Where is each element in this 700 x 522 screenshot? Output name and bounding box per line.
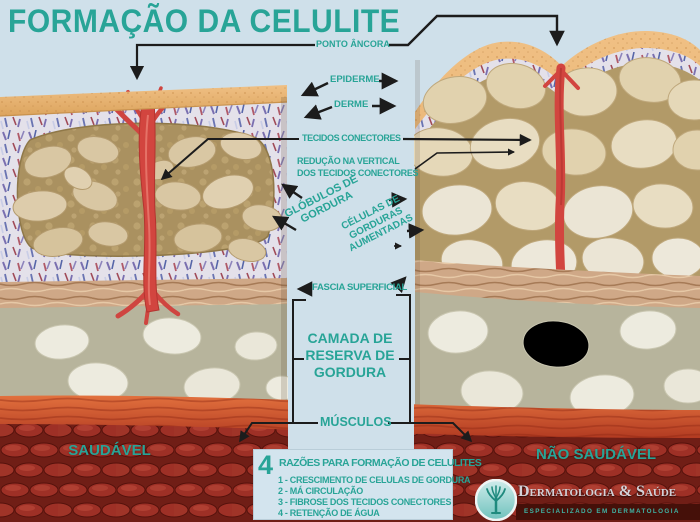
logo-name: Dermatologia & Saúde bbox=[518, 483, 677, 500]
label-camada-line3: GORDURA bbox=[313, 364, 387, 380]
tree-icon bbox=[475, 479, 517, 521]
fat-reserve-lobules-left bbox=[34, 317, 299, 405]
reasons-number: 4 bbox=[258, 450, 274, 480]
reason-item-4: 4 - RETENÇÃO DE ÁGUA bbox=[278, 508, 380, 518]
label-epiderme: EPIDERME bbox=[330, 74, 380, 85]
enlarged-fat-cells bbox=[406, 57, 700, 289]
brand-logo: Dermatologia & Saúde ESPECIALIZADO EM DE… bbox=[472, 478, 700, 522]
page-title: FORMAÇÃO DA CELULITE bbox=[8, 4, 401, 40]
logo-subtitle: ESPECIALIZADO EM DERMATOLOGIA bbox=[524, 508, 680, 515]
reason-item-1: 1 - CRESCIMENTO DE CELULAS DE GORDURA bbox=[278, 475, 471, 485]
healthy-skin-panel bbox=[0, 85, 299, 408]
label-saudavel: SAUDÁVEL bbox=[68, 442, 151, 459]
reasons-title: RAZÕES PARA FORMAÇÃO DE CELULITES bbox=[279, 457, 482, 469]
reasons-box: 4 RAZÕES PARA FORMAÇÃO DE CELULITES 1 - … bbox=[253, 449, 482, 520]
label-musculos: MÚSCULOS bbox=[320, 415, 392, 429]
logo-band bbox=[516, 504, 700, 520]
label-reducao-line2: DOS TECIDOS CONECTORES bbox=[297, 168, 419, 178]
label-camada-reserva: CAMADA DE RESERVA DE GORDURA bbox=[305, 330, 395, 381]
label-reducao-vertical: REDUÇÃO NA VERTICAL DOS TECIDOS CONECTOR… bbox=[297, 155, 419, 179]
label-tecidos-conectores: TECIDOS CONECTORES bbox=[302, 133, 401, 143]
annotation-arrows bbox=[129, 14, 565, 443]
reason-item-2: 2 - MÁ CIRCULAÇÃO bbox=[278, 486, 363, 496]
label-reducao-line1: REDUÇÃO NA VERTICAL bbox=[297, 156, 400, 166]
label-nao-saudavel: NÃO SAUDÁVEL bbox=[536, 446, 657, 463]
label-derme: DERME bbox=[334, 99, 369, 110]
label-fascia-superficial: FASCIA SUPERFICIAL bbox=[312, 282, 408, 293]
label-ponto-ancora: PONTO ÂNCORA bbox=[316, 39, 390, 49]
reason-item-3: 3 - FIBROSE DOS TECIDOS CONECTORES bbox=[278, 497, 452, 507]
unhealthy-skin-panel bbox=[406, 30, 700, 420]
label-camada-line2: RESERVA DE bbox=[305, 347, 395, 363]
label-camada-line1: CAMADA DE bbox=[307, 330, 393, 346]
fat-reserve-lobules-right bbox=[427, 310, 700, 418]
